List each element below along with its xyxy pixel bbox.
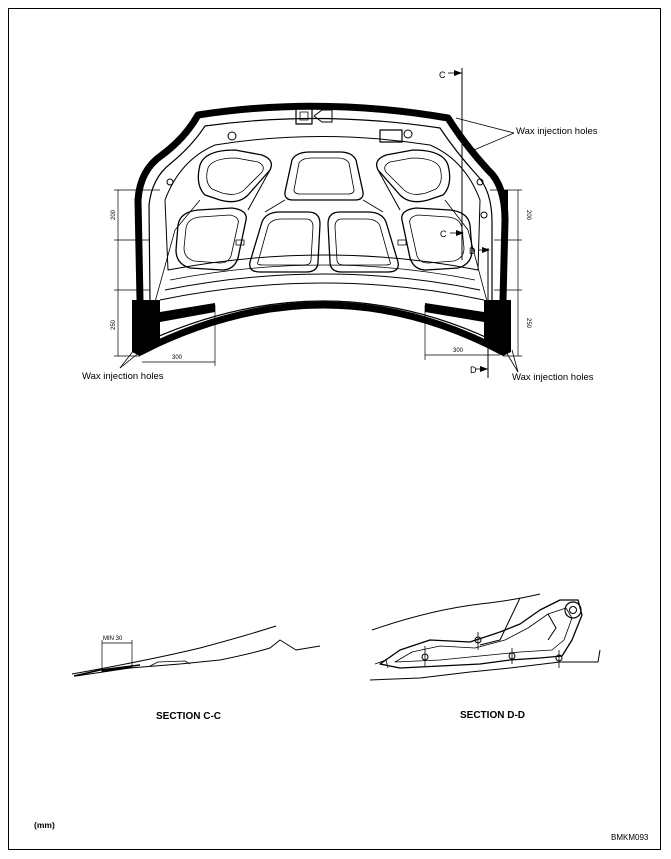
wax-holes-label-bottom-left: Wax injection holes (82, 371, 164, 382)
dd-bracket-inner (394, 607, 573, 663)
hinge-pad (379, 129, 403, 143)
section-cc-drawing (71, 625, 321, 677)
cc-hem (73, 664, 141, 677)
dd-pivot-outer (564, 601, 582, 619)
section-dd-drawing (369, 593, 601, 681)
pocket-lower-2-inner (257, 218, 314, 266)
pocket-upper-left (197, 149, 273, 203)
pocket-upper-right (375, 149, 451, 203)
hood-outer-edge (134, 102, 509, 356)
section-mark-d-bottom: D (470, 365, 477, 375)
wax-zone-side-right (502, 190, 508, 240)
wax-holes-label-top-right: Wax injection holes (516, 126, 598, 137)
inner-frame (164, 136, 481, 271)
hood-hole-side-right (476, 178, 484, 186)
wax-zone-side-left (136, 190, 141, 240)
section-mark-c-top: C (439, 70, 446, 80)
dim-right-upper: 200 (525, 210, 531, 221)
dim-left-lower: 250 (111, 319, 117, 330)
dd-hinge-arm (547, 613, 557, 641)
pocket-lower-1-inner (183, 214, 239, 264)
dd-lower-panel (369, 649, 601, 681)
cc-outer-skin (71, 625, 277, 675)
slot-right (397, 239, 407, 246)
latch-arrow (313, 109, 333, 123)
wax-zone-right-edge (425, 303, 484, 322)
pocket-lower-3 (327, 211, 399, 273)
rib-diag-3 (264, 199, 286, 213)
pocket-lower-4-inner (409, 214, 465, 264)
dim-left-upper: 200 (111, 209, 117, 220)
dim-left-horizontal: 300 (172, 355, 183, 361)
cc-dimension-label: MIN 30 (103, 636, 123, 642)
section-cc-title: SECTION C-C (156, 711, 221, 722)
wax-zone-left-edge (160, 303, 215, 322)
dd-pivot-inner (569, 606, 577, 614)
hood-hole-mid-right (480, 211, 488, 219)
pocket-upper-center (284, 151, 364, 201)
hood-hole-side-left (166, 178, 174, 186)
rib-diag-4 (362, 199, 384, 213)
dd-outer-skin (371, 593, 541, 631)
cc-inner-panel (75, 639, 321, 677)
hood-view (132, 102, 511, 356)
dd-skin-edge (479, 597, 521, 646)
section-mark-c-mid: C (440, 229, 447, 239)
wax-zone-left (132, 300, 160, 356)
dimension-lines (114, 189, 522, 366)
latch-bracket (295, 107, 313, 125)
hood-hole-right (403, 129, 413, 139)
leader-tr-1 (455, 117, 515, 134)
cc-wax-fill (102, 666, 132, 672)
rib-diag-2 (377, 169, 401, 211)
slot-left (235, 239, 245, 246)
wax-leaders (119, 117, 519, 373)
dim-right-horizontal: 300 (453, 348, 464, 354)
pocket-lower-1 (175, 207, 247, 271)
leader-br-1 (505, 351, 519, 373)
dim-right-lower: 250 (525, 318, 531, 329)
section-mark-d-mid: D (469, 246, 476, 256)
wax-holes-label-bottom-right: Wax injection holes (512, 372, 594, 383)
pocket-lower-2 (249, 211, 321, 273)
pocket-upper-center-inner (293, 157, 355, 195)
latch-bracket-inner (299, 111, 309, 121)
leader-br-2 (511, 349, 519, 373)
pocket-upper-right-inner (384, 157, 442, 195)
pocket-lower-3-inner (334, 218, 391, 266)
figure-code: BMKM093 (611, 833, 649, 842)
section-lines (448, 68, 490, 378)
hood-hole-left (227, 131, 237, 141)
page-frame (8, 8, 661, 850)
rib-right-long (444, 199, 493, 321)
front-rib-3 (169, 264, 476, 281)
front-rib-1 (159, 282, 485, 301)
leader-bl-1 (119, 349, 135, 369)
leader-bl-2 (119, 351, 141, 369)
cc-pocket (149, 660, 191, 667)
front-rib-2 (164, 273, 481, 291)
rib-left-long (149, 199, 201, 321)
units-label: (mm) (34, 820, 55, 830)
pocket-lower-4 (401, 207, 473, 271)
leader-tr-2 (473, 132, 515, 151)
dd-body-line (374, 659, 389, 669)
pocket-upper-left-inner (206, 157, 264, 195)
rib-diag-1 (247, 169, 271, 211)
hood-inner-edge (148, 117, 493, 341)
section-dd-title: SECTION D-D (460, 710, 525, 721)
